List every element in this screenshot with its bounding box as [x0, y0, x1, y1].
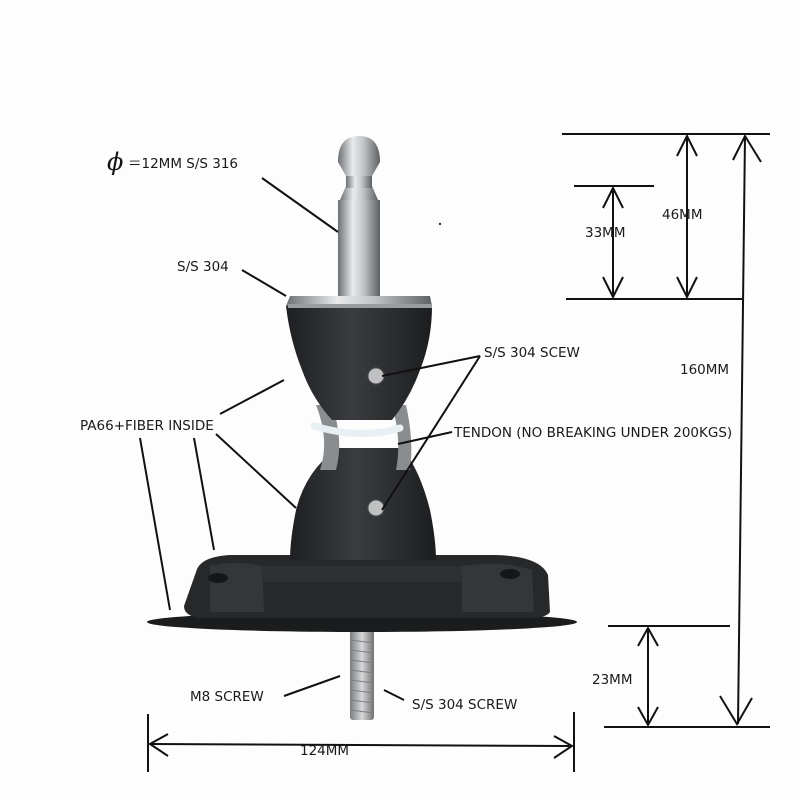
label-body-material: PA66+FIBER INSIDE [80, 418, 214, 434]
dim-23mm [637, 625, 659, 728]
leader-tendon-a [381, 355, 481, 511]
leader-body-b [215, 433, 297, 509]
dim-label-160mm: 160MM [680, 362, 730, 378]
dim-46mm [676, 133, 698, 300]
speck [438, 222, 442, 226]
lower-screw-head [367, 499, 385, 517]
leader-body-a [219, 379, 285, 415]
leader-m8 [283, 675, 341, 697]
upper-screw-head [367, 367, 385, 385]
threaded-stud [349, 628, 375, 720]
label-bottom-screw: S/S 304 SCREW [412, 697, 518, 713]
label-tendon: TENDON (NO BREAKING UNDER 200KGS) [454, 425, 733, 441]
dim-label-46mm: 46MM [662, 207, 703, 223]
label-ring: S/S 304 [177, 259, 229, 275]
leader-pin [261, 177, 339, 233]
dim-33mm [602, 185, 624, 300]
leader-body-c [193, 437, 215, 551]
dimension-lines [147, 133, 770, 772]
leader-bottom-screw [383, 689, 405, 701]
stainless-pin [338, 136, 380, 296]
tendon-ring [310, 422, 404, 437]
mast-base-assembly [147, 136, 577, 720]
label-upper-screw: S/S 304 SCEW [484, 345, 580, 361]
leader-ring [241, 269, 287, 297]
label-pin-spec: ＝12MM S/S 316 [128, 156, 239, 172]
steel-ring [286, 296, 432, 306]
leader-tendon-b [397, 431, 453, 445]
dim-124mm [147, 712, 575, 772]
dim-label-23mm: 23MM [592, 672, 633, 688]
leader-upper-screw [381, 355, 481, 377]
lower-body [290, 448, 436, 560]
leader-body-d [139, 437, 171, 611]
label-m8-screw: M8 SCREW [190, 689, 264, 705]
dim-160mm [719, 133, 762, 726]
dim-label-124mm: 124MM [300, 743, 350, 759]
upper-body [286, 306, 432, 420]
dim-label-33mm: 33MM [585, 225, 626, 241]
leader-lines [139, 177, 481, 701]
diameter-symbol: ϕ [107, 148, 124, 176]
